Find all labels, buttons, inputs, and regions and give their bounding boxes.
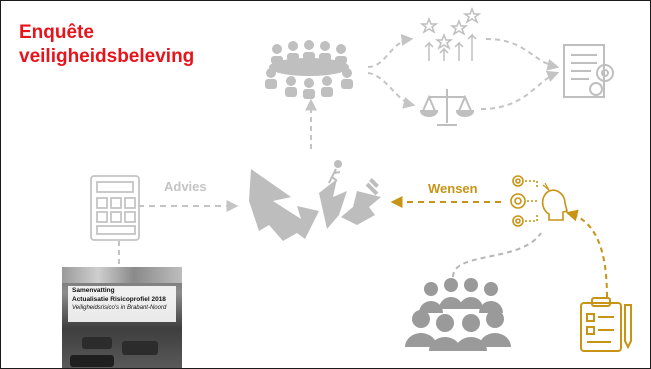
report-cover-car: [122, 341, 158, 355]
label-advies: Advies: [164, 179, 207, 194]
connector-meeting-to-stars: [367, 33, 414, 68]
connector-meeting-to-scale: [367, 72, 416, 109]
report-cover-line-2: Actualisatie Risicoprofiel 2018: [72, 296, 166, 303]
clipboard-icon: [580, 297, 632, 352]
slide-title: Enquête veiligheidsbeleving: [19, 21, 194, 69]
connector-clipboard-to-brain: [565, 209, 608, 298]
title-line-2: veiligheidsbeleving: [19, 46, 195, 67]
label-wensen: Wensen: [428, 181, 478, 196]
connector-audience-to-brain: [452, 232, 542, 278]
report-cover-car: [70, 355, 114, 367]
audience-icon: [405, 278, 511, 351]
brain-target-icon: [510, 175, 568, 227]
connector-scale-to-document: [480, 70, 560, 110]
rating-stars-icon: [419, 6, 482, 61]
report-cover-line-1: Samenvatting: [72, 287, 115, 294]
connector-stars-to-document: [485, 38, 560, 71]
report-cover-image: Samenvatting Actualisatie Risicoprofiel …: [62, 267, 182, 368]
report-cover-line-3: Veiligheidsrisico's in Brabant-Noord: [72, 305, 167, 311]
report-cover-photo-strip: [62, 267, 182, 283]
calculator-icon: [90, 175, 140, 241]
running-person-icon: [328, 160, 342, 184]
document-gear-icon: [563, 44, 614, 98]
report-cover-panel: [68, 286, 176, 322]
meeting-table-icon: [265, 40, 353, 99]
impact-crash-icon: [249, 169, 381, 241]
title-line-1: Enquête: [19, 22, 94, 43]
balance-scale-icon: [419, 89, 475, 126]
report-cover-car: [82, 337, 112, 349]
